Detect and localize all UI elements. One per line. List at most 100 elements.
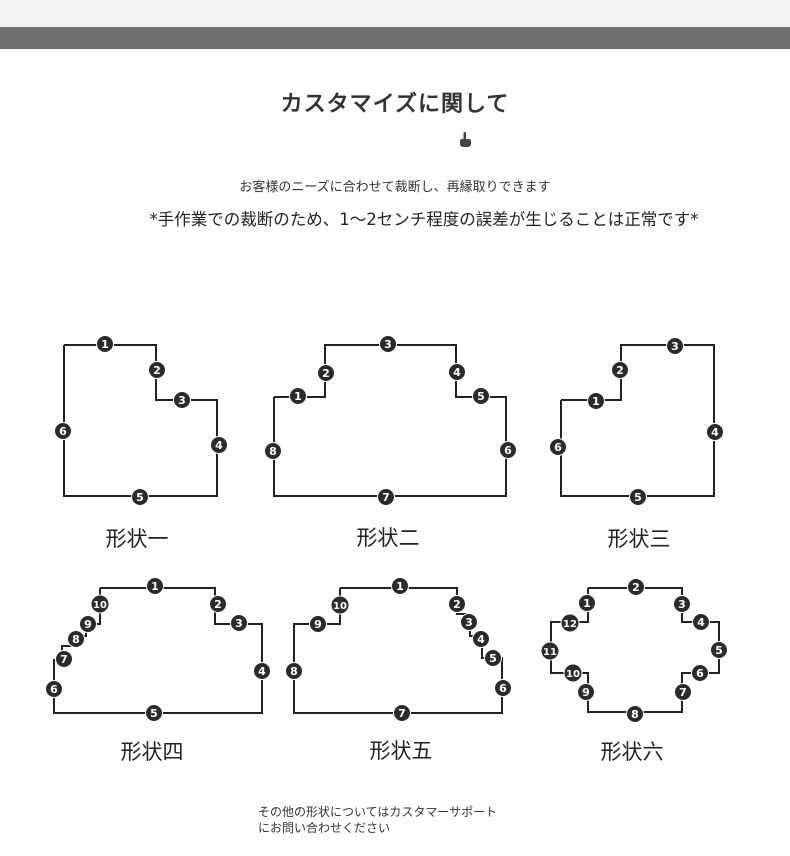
- edge-marker-5-6: 6: [494, 679, 512, 697]
- edge-marker-6-5: 5: [710, 641, 728, 659]
- edge-marker-number: 9: [314, 618, 322, 631]
- edge-marker-5-9: 9: [309, 615, 327, 633]
- edge-marker-3-6: 6: [549, 438, 567, 456]
- edge-marker-number: 4: [477, 633, 485, 646]
- edge-marker-number: 9: [84, 618, 92, 631]
- edge-marker-number: 10: [333, 601, 347, 612]
- edge-marker-number: 5: [715, 644, 723, 657]
- edge-marker-number: 4: [697, 616, 705, 629]
- edge-marker-number: 2: [322, 367, 330, 380]
- edge-marker-6-9: 9: [577, 683, 595, 701]
- shape-outline-5: [293, 587, 503, 714]
- edge-marker-number: 10: [93, 600, 107, 611]
- edge-marker-number: 1: [101, 338, 109, 351]
- edge-marker-number: 3: [465, 616, 473, 629]
- edge-marker-number: 2: [632, 581, 640, 594]
- edge-marker-number: 7: [60, 653, 68, 666]
- header-bar: [0, 27, 790, 49]
- edge-marker-5-10: 10: [330, 595, 350, 615]
- edge-marker-5-1: 1: [391, 577, 409, 595]
- edge-marker-4-7: 7: [55, 650, 73, 668]
- edge-marker-4-9: 9: [79, 615, 97, 633]
- footer-note: その他の形状についてはカスタマーサポート にお問い合わせください: [258, 804, 497, 836]
- edge-marker-2-3: 3: [379, 335, 397, 353]
- edge-marker-number: 2: [214, 598, 222, 611]
- shape-label-3: 形状三: [607, 527, 671, 551]
- edge-marker-number: 3: [235, 617, 243, 630]
- edge-marker-2-2: 2: [317, 364, 335, 382]
- footer-line-1: その他の形状についてはカスタマーサポート: [258, 805, 498, 819]
- edge-marker-1-3: 3: [173, 391, 191, 409]
- edge-marker-4-2: 2: [209, 595, 227, 613]
- edge-marker-4-4: 4: [253, 662, 271, 680]
- edge-marker-6-12: 12: [560, 613, 580, 633]
- edge-marker-5-8: 8: [285, 662, 303, 680]
- edge-marker-number: 12: [563, 619, 577, 630]
- edge-marker-number: 8: [269, 445, 277, 458]
- edge-marker-4-5: 5: [145, 704, 163, 722]
- edge-marker-3-5: 5: [629, 488, 647, 506]
- edge-marker-number: 4: [215, 439, 223, 452]
- edge-marker-6-1: 1: [578, 594, 596, 612]
- edge-marker-number: 7: [398, 707, 406, 720]
- edge-marker-number: 11: [543, 647, 557, 658]
- edge-marker-number: 6: [59, 425, 67, 438]
- cutting-note: *手作業での裁断のため、1〜2センチ程度の誤差が生じることは正常です*: [149, 210, 699, 229]
- edge-marker-number: 6: [499, 682, 507, 695]
- page-title: カスタマイズに関して: [280, 92, 510, 117]
- edge-marker-6-10: 10: [563, 663, 583, 683]
- edge-marker-2-1: 1: [289, 387, 307, 405]
- shape-outline-1: [63, 344, 218, 497]
- shape-label-5: 形状五: [369, 739, 433, 763]
- edge-marker-number: 5: [477, 390, 485, 403]
- edge-marker-number: 2: [453, 598, 461, 611]
- edge-marker-1-5: 5: [131, 488, 149, 506]
- shape-label-4: 形状四: [120, 740, 184, 764]
- edge-marker-number: 3: [678, 598, 686, 611]
- edge-marker-1-4: 4: [210, 436, 228, 454]
- edge-marker-number: 1: [151, 580, 159, 593]
- edge-marker-number: 6: [504, 444, 512, 457]
- edge-marker-5-3: 3: [460, 613, 478, 631]
- shape-label-1: 形状一: [105, 527, 169, 551]
- edge-marker-6-2: 2: [627, 578, 645, 596]
- edge-marker-number: 3: [178, 394, 186, 407]
- edge-marker-5-4: 4: [472, 630, 490, 648]
- edge-marker-2-5: 5: [472, 387, 490, 405]
- edge-marker-2-4: 4: [448, 363, 466, 381]
- shape-label-2: 形状二: [356, 526, 420, 550]
- edge-marker-number: 5: [150, 707, 158, 720]
- edge-marker-number: 1: [583, 597, 591, 610]
- edge-marker-number: 6: [696, 667, 704, 680]
- edge-marker-5-7: 7: [393, 704, 411, 722]
- subtitle: お客様のニーズに合わせて裁断し、再縁取りできます: [239, 180, 551, 195]
- top-strip: [0, 0, 790, 27]
- edge-marker-5-5: 5: [484, 649, 502, 667]
- edge-marker-4-8: 8: [67, 630, 85, 648]
- edge-marker-6-7: 7: [674, 683, 692, 701]
- edge-marker-number: 1: [294, 390, 302, 403]
- edge-marker-number: 3: [671, 340, 679, 353]
- shape-outline-4: [53, 587, 263, 714]
- edge-marker-number: 1: [592, 395, 600, 408]
- edge-marker-2-8: 8: [264, 442, 282, 460]
- shape-outline-3: [560, 344, 715, 497]
- edge-marker-5-2: 2: [448, 595, 466, 613]
- shape-outline-2: [273, 344, 507, 497]
- edge-marker-number: 4: [453, 366, 461, 379]
- edge-marker-1-6: 6: [54, 422, 72, 440]
- edge-marker-number: 7: [679, 686, 687, 699]
- hand-pointer-icon: [460, 132, 471, 147]
- edge-marker-number: 5: [634, 491, 642, 504]
- edge-marker-3-1: 1: [587, 392, 605, 410]
- edge-marker-6-3: 3: [673, 595, 691, 613]
- edge-marker-number: 7: [382, 491, 390, 504]
- edge-marker-number: 1: [396, 580, 404, 593]
- edge-marker-3-4: 4: [706, 423, 724, 441]
- edge-marker-3-3: 3: [666, 337, 684, 355]
- edge-marker-number: 8: [631, 708, 639, 721]
- shape-label-6: 形状六: [600, 740, 664, 764]
- edge-marker-number: 2: [153, 364, 161, 377]
- edge-marker-1-1: 1: [96, 335, 114, 353]
